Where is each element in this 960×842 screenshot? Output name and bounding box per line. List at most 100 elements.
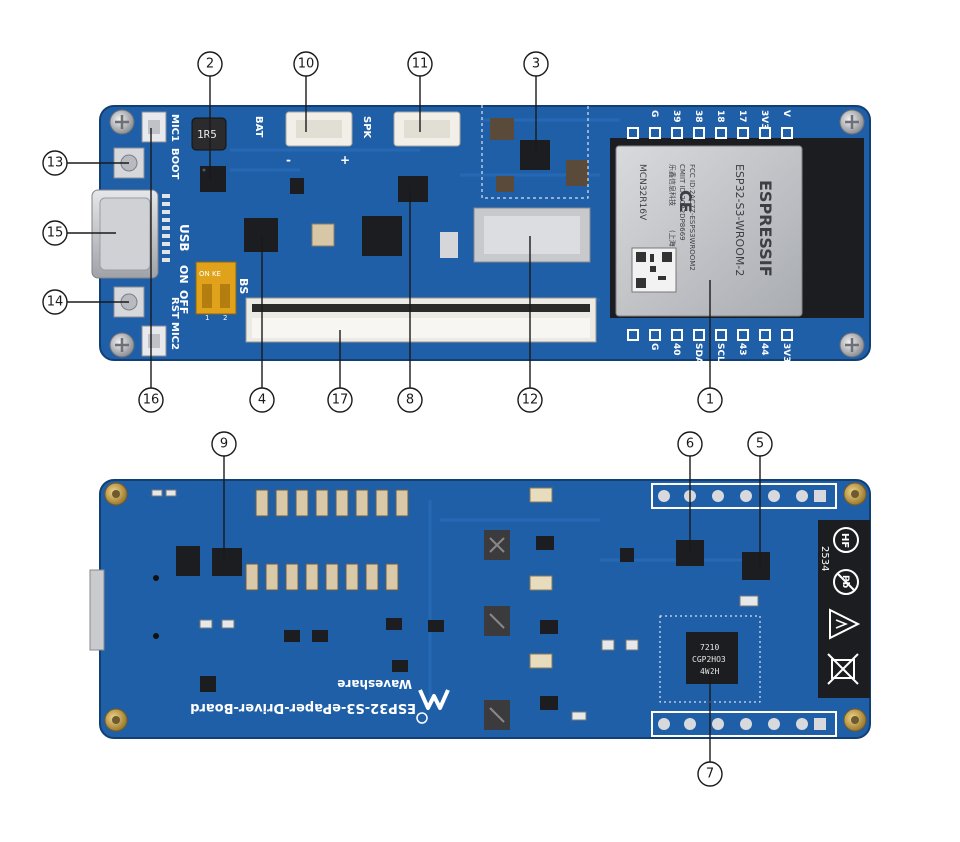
top-pin-label-3: 18 (715, 110, 725, 123)
callout-1-label: 1 (706, 393, 714, 408)
callout-17-label: 17 (332, 393, 349, 408)
label-off: OFF (177, 290, 190, 314)
label-mic2: MIC2 (169, 322, 180, 350)
screw-icon (839, 332, 865, 358)
compliance-panel: HF 2534 Pb (818, 520, 870, 698)
callout-5: 5 (747, 431, 773, 457)
top-pin-label-4: 17 (737, 110, 747, 123)
chip7-line2: CGP2HO3 (692, 655, 726, 664)
callout-8: 8 (397, 387, 423, 413)
dip-switch[interactable]: ON KE 1 2 (195, 261, 237, 322)
callout-16: 16 (138, 387, 164, 413)
bottom-pin-label-6: 3V3 (781, 343, 791, 363)
esp32-module: ESPRESSIF ESP32-S3-WROOM-2 FCC ID:2AC7Z-… (610, 138, 864, 318)
qr-code-icon (631, 247, 677, 293)
callout-2-label: 2 (206, 57, 214, 72)
mounting-hole-icon (104, 708, 128, 732)
screw-icon (109, 332, 135, 358)
resistor-array-mid (245, 563, 399, 591)
mounting-hole-icon (104, 482, 128, 506)
usb-c-port (91, 189, 159, 279)
top-pin-label-0: G (649, 110, 659, 117)
callout-11-label: 11 (412, 57, 429, 72)
bottom-pin-label-2: SDA (693, 343, 703, 364)
callout-10: 10 (293, 51, 319, 77)
inductor-group (484, 530, 510, 730)
capacitor-group (529, 487, 553, 669)
callout-12-label: 12 (522, 393, 539, 408)
transistor-group (200, 536, 634, 710)
callout-15: 15 (42, 220, 68, 246)
module-name: ESP32-S3-WROOM-2 (733, 164, 746, 276)
weee-bin-icon (827, 653, 859, 685)
module-cn: 乐鑫信息科技 (668, 164, 677, 206)
smd-pads (151, 489, 759, 721)
callout-16-label: 16 (143, 393, 160, 408)
module-fcc: FCC ID:2AC7Z-ESPS3WROOM2 (688, 164, 696, 271)
callout-2: 2 (197, 51, 223, 77)
pb-free-icon: Pb (833, 569, 859, 595)
label-rst: RST (169, 297, 180, 319)
bottom-pin-label-3: SCL (715, 343, 725, 362)
label-bs: BS (237, 278, 250, 294)
mounting-hole-icon (843, 708, 867, 732)
top-board: MIC1 BOOT USB ON OFF RST MIC2 BS BAT SPK… (91, 103, 871, 364)
top-pin-label-2: 38 (693, 110, 703, 123)
callout-4: 4 (249, 387, 275, 413)
pb-mark-text: Pb (840, 575, 850, 589)
chip-7: 7210 CGP2HO3 4W2H (686, 632, 738, 684)
bottom-pin-label-4: 43 (737, 343, 747, 356)
chip-8 (398, 176, 428, 202)
callout-8-label: 8 (406, 393, 414, 408)
callout-3-label: 3 (532, 57, 540, 72)
callout-1: 1 (697, 387, 723, 413)
module-cmiit: CMIIT ID:2022DP8669 (678, 164, 686, 241)
callout-11: 11 (407, 51, 433, 77)
label-mic1: MIC1 (169, 114, 180, 142)
callout-15-label: 15 (47, 226, 64, 241)
bottom-header-bottom (651, 711, 837, 737)
inductor-label: 1R5 (197, 128, 217, 141)
callout-9-label: 9 (220, 437, 228, 452)
dip-1-label: 1 (205, 314, 209, 322)
callouts: 1 2 3 4 5 6 7 8 9 10 11 12 13 14 15 16 1… (42, 51, 773, 787)
date-code: 2534 (819, 546, 830, 571)
inductor: 1R5 (191, 117, 227, 151)
ce-mark-icon: CE (676, 190, 695, 213)
top-pin-label-1: 39 (671, 110, 681, 123)
callout-10-label: 10 (298, 57, 315, 72)
bottom-header-top (651, 483, 837, 509)
callout-14-label: 14 (47, 295, 64, 310)
label-bat-minus: - (286, 153, 291, 167)
hf-mark-icon: HF (833, 527, 859, 553)
callout-17: 17 (327, 387, 353, 413)
chip-5 (742, 552, 770, 580)
board-name-label: ESP32-S3-ePaper-Driver-Board (190, 700, 416, 715)
top-header-pads (627, 127, 793, 341)
label-on: ON (177, 265, 190, 284)
screw-icon (839, 109, 865, 135)
callout-13: 13 (42, 150, 68, 176)
chip7-line1: 7210 (700, 643, 719, 652)
fpc-connector (245, 297, 597, 343)
spk-connector (393, 111, 461, 147)
callout-7: 7 (697, 761, 723, 787)
callout-14: 14 (42, 289, 68, 315)
bottom-pin-label-5: 44 (759, 343, 769, 356)
bat-connector (285, 111, 353, 147)
chip-2 (200, 166, 226, 192)
top-pin-label-6: V (781, 110, 791, 117)
top-pin-label-5: 3V3 (759, 110, 769, 130)
callout-9: 9 (211, 431, 237, 457)
module-brand: ESPRESSIF (756, 180, 775, 277)
callout-6-label: 6 (686, 437, 694, 452)
bottom-board: 7210 CGP2HO3 4W2H HF 2534 (89, 479, 871, 739)
label-boot: BOOT (169, 148, 180, 180)
module-cn2: (上海) (668, 230, 677, 250)
module-code: MCN32R16V (637, 164, 647, 221)
via-holes (153, 575, 159, 639)
callout-7-label: 7 (706, 767, 714, 782)
